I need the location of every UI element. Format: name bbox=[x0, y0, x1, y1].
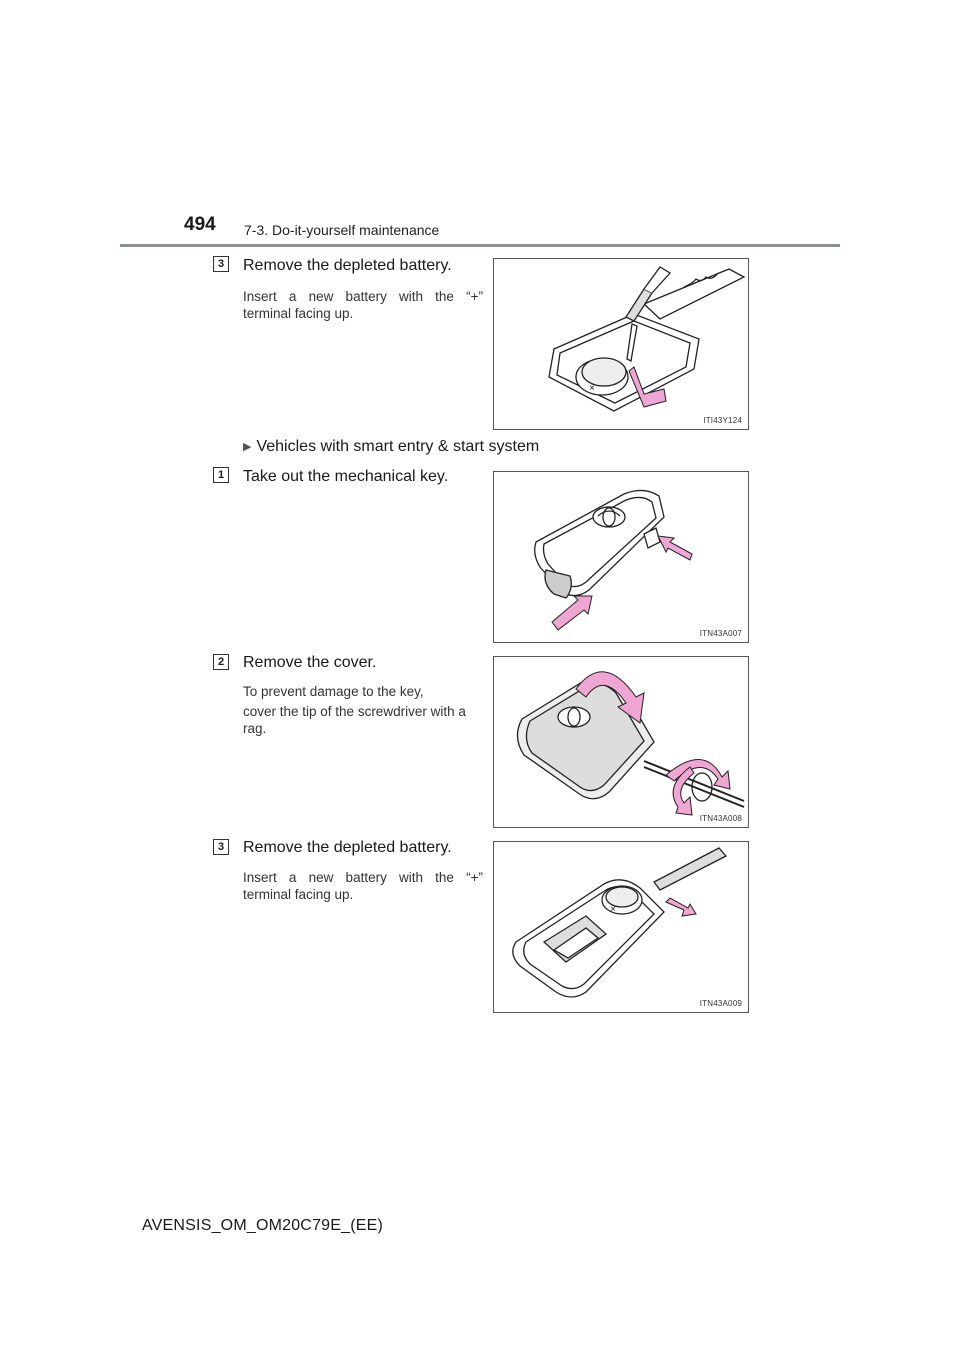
figure-code: ITN43A007 bbox=[699, 629, 742, 638]
step-title: Remove the cover. bbox=[243, 654, 377, 671]
step-badge: 2 bbox=[213, 654, 229, 670]
arrow-shape bbox=[665, 897, 697, 917]
figure-remove-battery: × ITI43Y124 bbox=[493, 258, 749, 430]
step-note-line-1: To prevent damage to the key, bbox=[243, 684, 424, 699]
document-id: AVENSIS_OM_OM20C79E_(EE) bbox=[142, 1217, 384, 1234]
section-subheading: ▶ Vehicles with smart entry & start syste… bbox=[243, 438, 539, 456]
step-badge: 3 bbox=[213, 839, 229, 855]
svg-text:×: × bbox=[589, 383, 595, 394]
triangle-right-icon: ▶ bbox=[243, 441, 252, 453]
svg-text:×: × bbox=[610, 904, 616, 915]
figure-take-out-key: ITN43A007 bbox=[493, 471, 749, 643]
subheading-text: Vehicles with smart entry & start system bbox=[256, 438, 540, 455]
smart-key-illustration bbox=[534, 489, 693, 631]
figure-code: ITN43A008 bbox=[699, 814, 742, 823]
figure-remove-cover: ITN43A008 bbox=[493, 656, 749, 828]
arrow-shape bbox=[657, 535, 693, 561]
section-title: 7-3. Do-it-yourself maintenance bbox=[244, 222, 440, 238]
figure-code: ITN43A009 bbox=[699, 999, 742, 1008]
arrow-shape bbox=[628, 366, 667, 408]
step-badge: 1 bbox=[213, 467, 229, 483]
step-title: Remove the depleted battery. bbox=[243, 839, 452, 856]
cover-removal-illustration bbox=[516, 671, 745, 816]
figure-code: ITI43Y124 bbox=[703, 416, 742, 425]
step-title: Remove the depleted battery. bbox=[243, 257, 452, 274]
step-note: Insert a new battery with the “+” termin… bbox=[243, 870, 483, 902]
step-title: Take out the mechanical key. bbox=[243, 468, 449, 485]
step-note: Insert a new battery with the “+” termin… bbox=[243, 289, 483, 321]
smart-key-battery-illustration: × bbox=[512, 847, 728, 998]
arrow-shape bbox=[575, 671, 645, 724]
step-note-line-2: cover the tip of the screwdriver with a … bbox=[243, 704, 466, 736]
key-battery-illustration: × bbox=[548, 266, 746, 412]
step-badge: 3 bbox=[213, 256, 229, 272]
page-number: 494 bbox=[184, 214, 216, 235]
arrow-shape bbox=[672, 766, 695, 816]
figure-remove-battery-smart: × ITN43A009 bbox=[493, 841, 749, 1013]
arrow-shape bbox=[551, 595, 593, 631]
header-rule bbox=[120, 244, 840, 247]
